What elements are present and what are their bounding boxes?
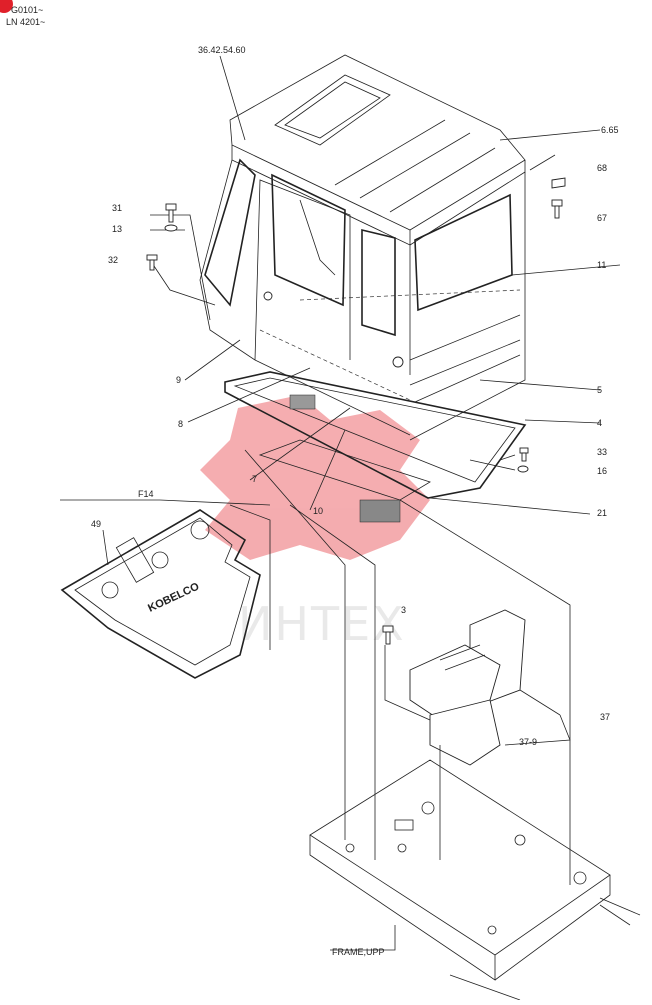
callout-36: 36.42.54.60	[198, 45, 246, 55]
watermark-text: ИНТЕХ	[238, 597, 406, 651]
corner-serial-1: G0101~	[11, 5, 43, 15]
callout-49: 49	[91, 519, 101, 529]
callout-9: 9	[176, 375, 181, 385]
callout-frame-upp: FRAME,UPP	[332, 947, 385, 957]
callout-5: 5	[597, 385, 602, 395]
callout-33: 33	[597, 447, 607, 457]
fasteners	[146, 177, 566, 645]
operator-cab	[199, 54, 526, 441]
callout-37: 37	[600, 712, 610, 722]
callout-labels: 36.42.54.60 6.65 68 67 31 13 32 11 9 5 8…	[91, 45, 619, 957]
callout-31: 31	[112, 203, 122, 213]
callout-67: 67	[597, 213, 607, 223]
floor-mat-assembly	[224, 371, 527, 523]
callout-6-65: 6.65	[601, 125, 619, 135]
callout-7: 7	[252, 474, 257, 484]
callout-32: 32	[108, 255, 118, 265]
operator-seat	[409, 609, 526, 766]
callout-10: 10	[313, 506, 323, 516]
callout-8: 8	[178, 419, 183, 429]
callout-13: 13	[112, 224, 122, 234]
corner-serial-2: LN 4201~	[6, 17, 45, 27]
corner-labels: G0101~ LN 4201~	[6, 5, 45, 27]
leader-lines	[60, 55, 621, 951]
callout-21: 21	[597, 508, 607, 518]
svg-text:KOBELCO: KOBELCO	[146, 580, 201, 614]
callout-37-9: 37-9	[519, 737, 537, 747]
callout-3: 3	[401, 605, 406, 615]
callout-f14: F14	[138, 489, 154, 499]
callout-11: 11	[597, 260, 606, 270]
callout-4: 4	[597, 418, 602, 428]
corner-marker	[0, 0, 13, 13]
watermark-emblem	[200, 395, 430, 560]
callout-16: 16	[597, 466, 607, 476]
callout-68: 68	[597, 163, 607, 173]
upper-frame	[309, 759, 641, 1001]
